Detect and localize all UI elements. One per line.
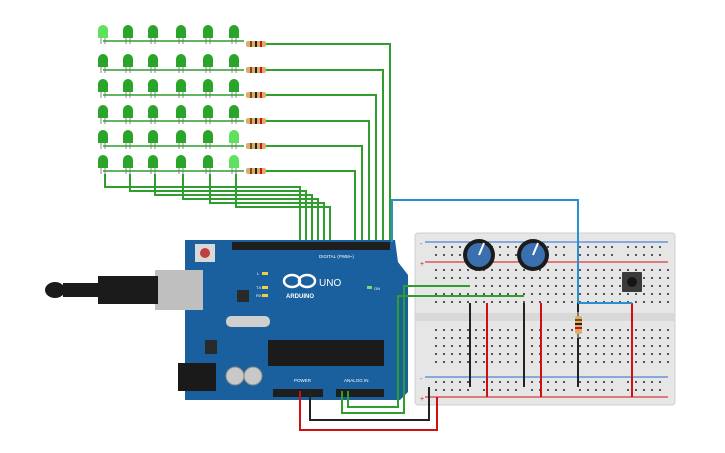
- resistor[interactable]: [246, 92, 266, 98]
- arduino-logo: [282, 273, 317, 289]
- potentiometer-left[interactable]: [463, 239, 495, 271]
- resistor[interactable]: [246, 143, 266, 149]
- board-brand: ARDUINO: [286, 294, 314, 300]
- crystal: [226, 316, 270, 327]
- rail-plus-label-bottom: +: [420, 396, 424, 403]
- potentiometer-right[interactable]: [517, 239, 549, 271]
- resistor[interactable]: [246, 41, 266, 47]
- arduino-uno[interactable]: UNO ARDUINO DIGITAL (PWM~) POWER ANALOG …: [155, 240, 408, 400]
- on-label: ON: [374, 286, 380, 291]
- led[interactable]: [123, 105, 133, 124]
- tx-label: TX: [256, 285, 261, 290]
- power-jack[interactable]: [178, 363, 216, 391]
- capacitor-2: [243, 366, 263, 386]
- board-model: UNO: [319, 278, 341, 289]
- rail-minus-label-bottom: -: [420, 376, 423, 383]
- row-resistors[interactable]: [246, 41, 266, 174]
- led[interactable]: [148, 25, 158, 44]
- analog-label: ANALOG IN: [344, 378, 369, 383]
- led[interactable]: [98, 155, 108, 174]
- power-header[interactable]: [273, 389, 323, 397]
- digital-header[interactable]: [232, 242, 390, 250]
- breadboard-jumpers: [469, 302, 633, 397]
- resistor[interactable]: [246, 168, 266, 174]
- rail-plus-label: +: [420, 261, 424, 268]
- analog-header[interactable]: [336, 389, 384, 397]
- resistor[interactable]: [246, 118, 266, 124]
- tx-led: [262, 286, 268, 289]
- breadboard[interactable]: - + - +: [414, 232, 676, 406]
- l-led: [262, 272, 268, 275]
- rail-minus-label: -: [420, 241, 423, 248]
- usb-port[interactable]: [155, 270, 203, 310]
- atmega-chip: [268, 340, 384, 366]
- rx-led: [262, 294, 268, 297]
- pulldown-resistor[interactable]: [575, 312, 582, 338]
- usb-cable: [45, 276, 158, 304]
- led-matrix[interactable]: [98, 25, 239, 174]
- led[interactable]: [98, 79, 108, 98]
- l-label: L: [257, 271, 260, 276]
- led-wires: [103, 40, 391, 243]
- external-wires: [299, 199, 579, 431]
- usb-chip: [237, 290, 249, 302]
- power-label: POWER: [294, 378, 312, 383]
- on-led: [367, 286, 372, 289]
- rx-label: RX: [256, 293, 262, 298]
- regulator: [205, 340, 217, 354]
- capacitor-1: [225, 366, 245, 386]
- resistor[interactable]: [246, 67, 266, 73]
- reset-button-cap: [200, 248, 210, 258]
- pushbutton[interactable]: [622, 272, 642, 292]
- digital-label: DIGITAL (PWM~): [319, 254, 354, 259]
